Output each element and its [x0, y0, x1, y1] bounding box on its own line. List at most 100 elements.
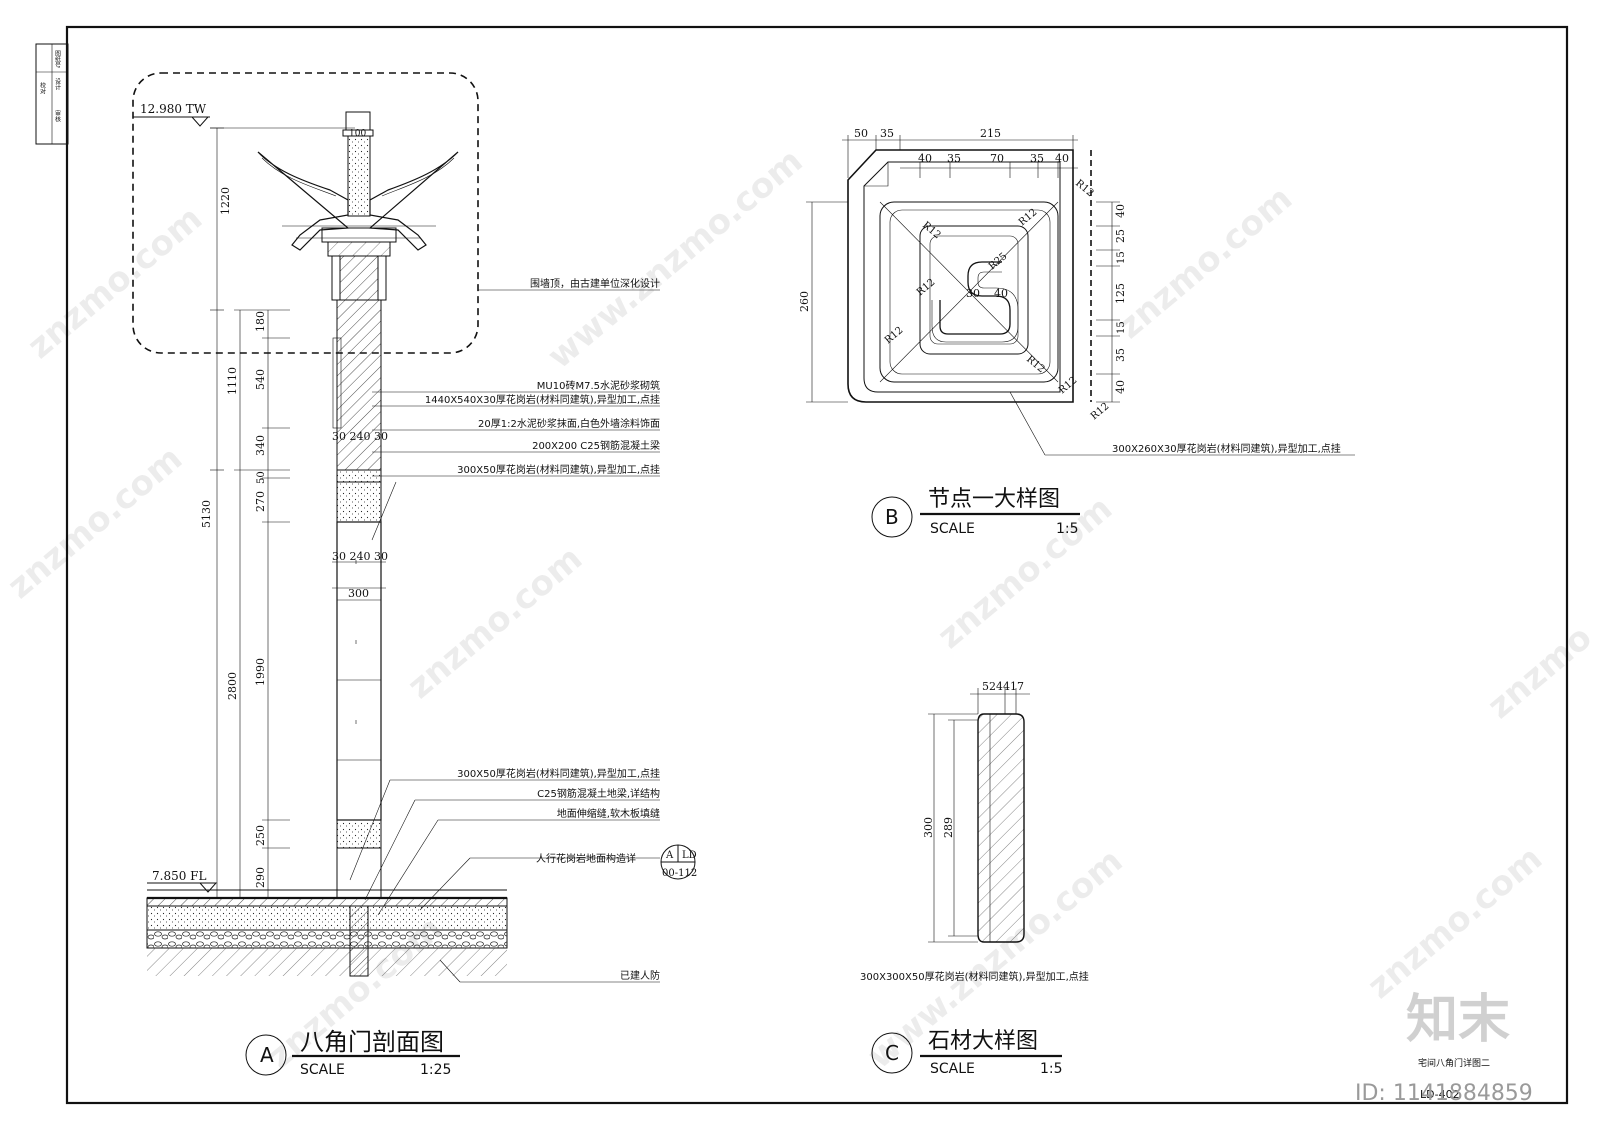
- id-text: ID: 1141884859: [1355, 1081, 1533, 1106]
- dim-250: 250: [254, 825, 267, 846]
- column-capital: [339, 255, 379, 301]
- groove-middle: [919, 225, 1029, 355]
- svg-text:znzmo.com: znzmo.com: [0, 438, 190, 606]
- b-radius-8: R12: [1089, 401, 1112, 422]
- detail-reference-bubble: A LD 00-112: [660, 844, 697, 880]
- floor-elevation-label: 7.850 FL: [152, 869, 206, 883]
- svg-text:www.znzmo.com: www.znzmo.com: [540, 141, 810, 377]
- b-dim2-40a: 40: [918, 152, 932, 165]
- title-a-scale-label: SCALE: [300, 1062, 345, 1078]
- b-dim2-35b: 35: [1030, 152, 1044, 165]
- column-upper: [336, 299, 382, 471]
- title-block-col2: 设计: [54, 77, 61, 91]
- b-dim-r-25: 25: [1114, 229, 1127, 243]
- b-dim-50: 50: [854, 127, 868, 140]
- b-dim-r-15b: 15: [1116, 321, 1127, 334]
- note-granite-1440: 1440X540X30厚花岗岩(材料同建筑),异型加工,点挂: [425, 393, 660, 406]
- title-a-circle: [245, 1034, 287, 1076]
- b-radius-7: R12: [1073, 178, 1096, 199]
- b-radius-6: R12: [1024, 354, 1047, 375]
- c-dim-289: 289: [942, 817, 955, 838]
- b-inner-30: 30: [966, 287, 980, 300]
- title-b-letter: B: [885, 505, 899, 529]
- dim-5130: 5130: [200, 500, 213, 528]
- b-dim-35: 35: [880, 127, 894, 140]
- title-b-circle: [871, 496, 913, 538]
- sheet-name: 宅间八角门详图二: [1418, 1057, 1490, 1069]
- b-radius-1: R12: [920, 220, 943, 241]
- title-c-letter: C: [885, 1041, 899, 1065]
- b-note-stone: 300X260X30厚花岗岩(材料同建筑),异型加工,点挂: [1112, 442, 1341, 455]
- title-a-text: 八角门剖面图: [300, 1028, 444, 1056]
- paving-layer: [146, 897, 508, 907]
- title-b-scale-value: 1:5: [1056, 521, 1079, 537]
- dim-50: 50: [256, 471, 267, 484]
- ref-bubble-ld: LD: [682, 850, 697, 861]
- b-radius-3: R12: [915, 277, 938, 298]
- title-a-scale-value: 1:25: [420, 1062, 451, 1078]
- b-dim-r-40a: 40: [1114, 204, 1127, 218]
- stone-outer: [847, 149, 1074, 403]
- note-paving: 人行花岗岩地面构造详: [536, 852, 636, 865]
- b-dim-260: 260: [798, 291, 811, 312]
- top-elevation-label: 12.980 TW: [140, 102, 207, 116]
- ref-bubble-sheet: 00-112: [662, 868, 697, 879]
- b-dim-r-35: 35: [1114, 348, 1127, 362]
- b-dim2-35a: 35: [947, 152, 961, 165]
- dim-290: 290: [254, 867, 267, 888]
- svg-text:znzmo.com: znzmo.com: [1360, 838, 1550, 1006]
- b-radius-4: R12: [883, 325, 906, 346]
- column-lower: [336, 521, 382, 821]
- c-note-stone: 300X300X50厚花岗岩(材料同建筑),异型加工,点挂: [860, 970, 1089, 983]
- svg-text:znzmo.com: znzmo.com: [20, 198, 210, 366]
- sheet-border: [65, 25, 1569, 1105]
- roof-ornament: [257, 111, 459, 257]
- dim-340: 340: [254, 435, 267, 456]
- b-dim2-70: 70: [990, 152, 1004, 165]
- svg-text:znzmo.com: znzmo.com: [1110, 178, 1300, 346]
- dim-width-total: 300: [348, 587, 369, 600]
- b-dim-r-125: 125: [1114, 283, 1127, 304]
- stone-slab: [977, 713, 1025, 943]
- ref-bubble-a: A: [665, 850, 674, 861]
- note-ground-beam: C25钢筋混凝土地梁,详结构: [537, 787, 660, 800]
- dim-540: 540: [254, 369, 267, 390]
- title-block-col4: 审核: [54, 109, 61, 123]
- dim-width-parts: 30 240 30: [332, 550, 388, 563]
- dim-180: 180: [254, 311, 267, 332]
- detail-c: 524417 300 289 300X300X50厚花岗岩(材料同建筑),异型加…: [860, 680, 1089, 1077]
- title-a-letter: A: [260, 1043, 274, 1067]
- svg-text:znzmo: znzmo: [1480, 617, 1600, 726]
- logo-text: 知末: [1406, 990, 1510, 1050]
- title-c-circle: [871, 1032, 913, 1074]
- c-dim-top: 524417: [982, 680, 1024, 693]
- dim-1990: 1990: [254, 658, 267, 686]
- dim-270: 270: [254, 491, 267, 512]
- c-dim-300: 300: [922, 817, 935, 838]
- dim-width-parts-upper: 30 240 30: [332, 430, 388, 443]
- svg-text:znzmo.com: znzmo.com: [400, 538, 590, 706]
- sheet-number: LD-402: [1420, 1088, 1460, 1101]
- b-dim2-40b: 40: [1055, 152, 1069, 165]
- scroll-s: [939, 261, 1011, 335]
- roof-callout-box: [132, 72, 479, 354]
- note-brick: MU10砖M7.5水泥砂浆砌筑: [537, 379, 660, 392]
- concrete-layer: [146, 905, 508, 931]
- title-block: 图纸号 设计 校对 审核: [35, 43, 69, 145]
- note-beam: 200X200 C25钢筋混凝土梁: [532, 439, 660, 452]
- title-c-scale-value: 1:5: [1040, 1061, 1063, 1077]
- b-radius-5: R25: [987, 251, 1010, 272]
- groove-outer: [879, 201, 1059, 383]
- note-roof: 围墙顶，由古建单位深化设计: [530, 277, 660, 290]
- note-plaster: 20厚1:2水泥砂浆抹面,白色外墙涂料饰面: [478, 417, 660, 430]
- note-expansion-joint: 地面伸缩缝,软木板填缝: [557, 807, 660, 820]
- title-b-text: 节点一大样图: [928, 487, 1060, 512]
- note-civil-defense: 已建人防: [620, 969, 660, 982]
- title-c-scale-label: SCALE: [930, 1061, 975, 1077]
- dim-1110: 1110: [226, 367, 239, 395]
- note-granite-300-upper: 300X50厚花岗岩(材料同建筑),异型加工,点挂: [457, 463, 660, 476]
- soil-layer: [147, 948, 507, 976]
- gravel-layer: [146, 929, 508, 949]
- b-dim-r-40b: 40: [1114, 380, 1127, 394]
